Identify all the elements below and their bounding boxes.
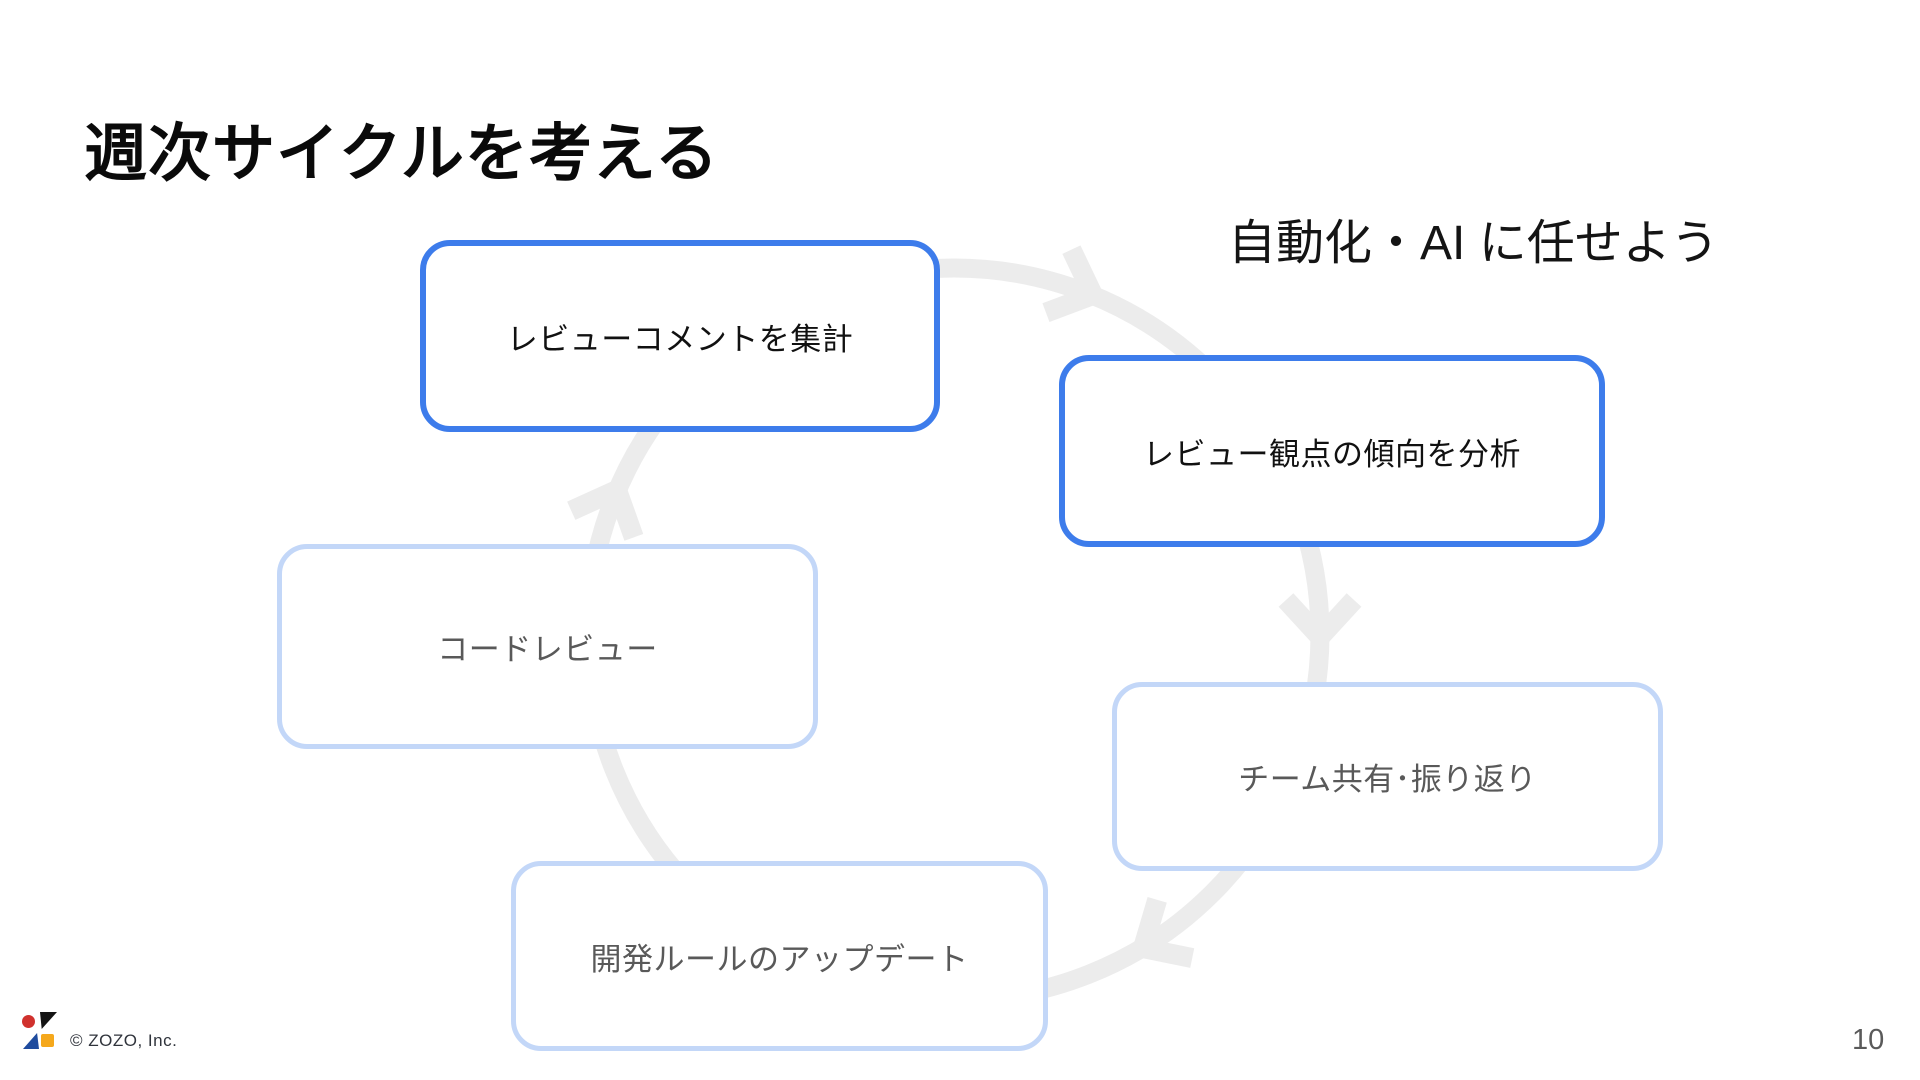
logo-black-triangle-icon	[40, 1012, 57, 1029]
arrow-head-left-icon	[567, 476, 644, 541]
zozo-logo	[22, 1012, 58, 1050]
cycle-step-analyze-review-trends: レビュー観点の傾向を分析	[1059, 355, 1605, 547]
cycle-step-code-review: コードレビュー	[277, 544, 818, 749]
logo-blue-triangle-icon	[23, 1033, 39, 1049]
arrow-head-bottom-icon	[1130, 896, 1195, 968]
logo-yellow-square-icon	[41, 1034, 54, 1047]
cycle-annotation: 自動化・AI に任せよう	[1228, 217, 1719, 270]
cycle-step-update-dev-rules: 開発ルールのアップデート	[511, 861, 1048, 1051]
logo-red-dot-icon	[22, 1015, 35, 1028]
cycle-step-aggregate-review-comments: レビューコメントを集計	[420, 240, 940, 432]
page-number: 10	[1852, 1024, 1885, 1056]
copyright-text: © ZOZO, Inc.	[70, 1031, 178, 1050]
arrow-head-right-icon	[1278, 593, 1362, 652]
page-title: 週次サイクルを考える	[84, 119, 719, 189]
cycle-step-team-sharing-retrospective: チーム共有･振り返り	[1112, 682, 1663, 871]
arrow-head-top-icon	[1042, 245, 1107, 323]
